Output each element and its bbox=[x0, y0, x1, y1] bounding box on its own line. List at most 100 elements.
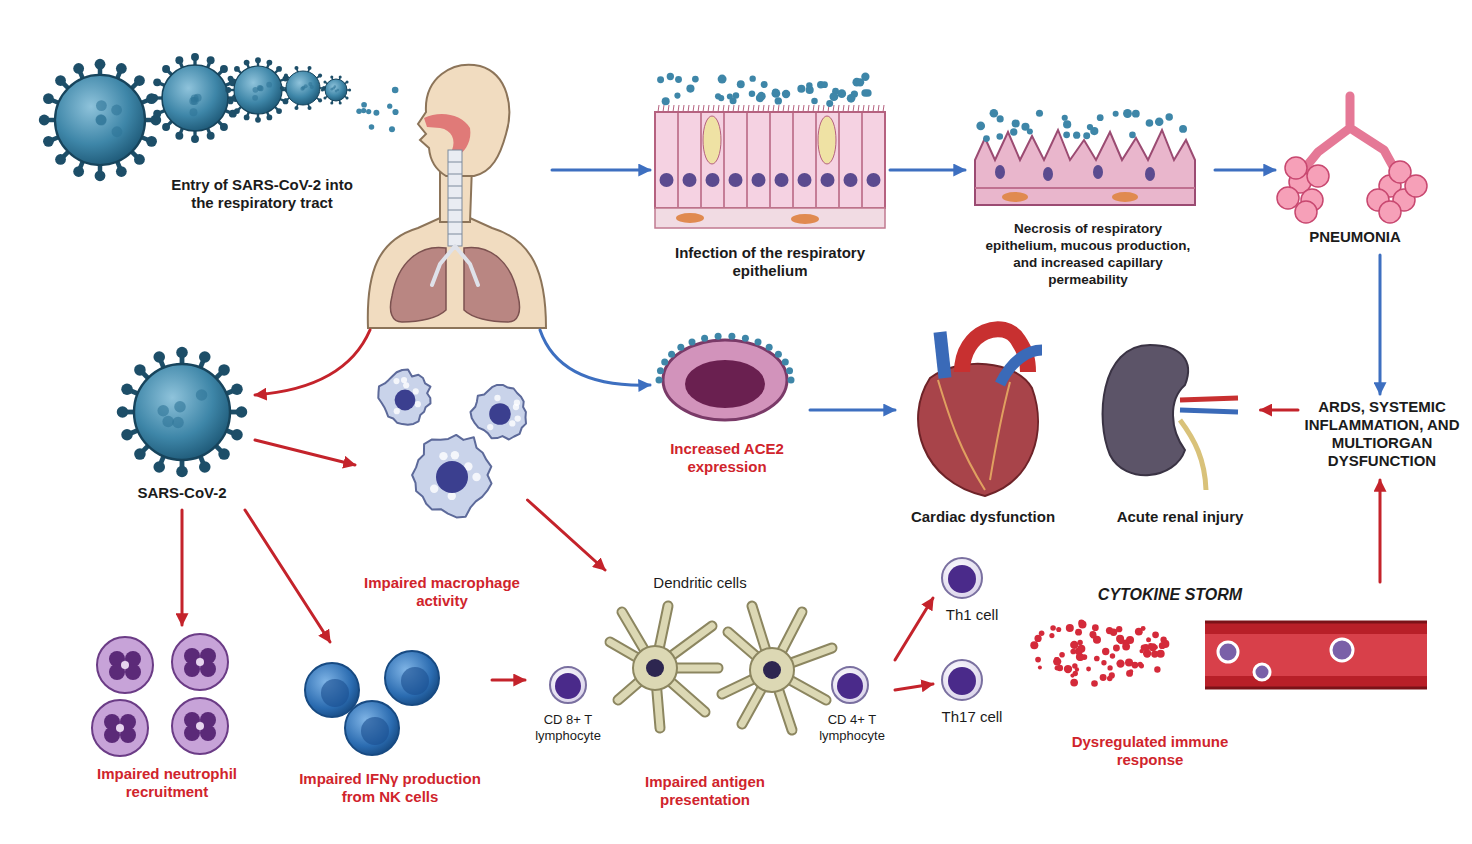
illustration-part bbox=[1072, 663, 1077, 668]
alveolus bbox=[1307, 165, 1329, 187]
illustration-part bbox=[883, 105, 884, 112]
pathway-arrow bbox=[540, 330, 650, 385]
illustration-part bbox=[1077, 640, 1082, 645]
blood-vessel bbox=[1218, 642, 1238, 662]
illustration-part bbox=[847, 94, 856, 103]
illustration-part bbox=[1100, 674, 1107, 681]
illustration-part bbox=[389, 126, 395, 132]
node-label: Th1 cell bbox=[936, 606, 1008, 624]
pathway-arrow bbox=[552, 169, 650, 172]
necrotic-epithelium bbox=[1145, 167, 1155, 181]
illustration-part bbox=[861, 89, 869, 97]
illustration-part bbox=[369, 124, 375, 130]
blood-vessel bbox=[1205, 622, 1427, 688]
illustration-part bbox=[95, 114, 106, 125]
lymphocytes bbox=[550, 667, 586, 703]
illustration-part bbox=[858, 105, 859, 112]
macrophage bbox=[378, 370, 430, 425]
illustration-part bbox=[318, 74, 322, 78]
illustration-part bbox=[763, 105, 764, 112]
node-label: Infection of the respiratory epithelium bbox=[655, 244, 885, 280]
illustration-part bbox=[305, 663, 359, 717]
virion bbox=[755, 338, 762, 345]
node-label: CYTOKINE STORM bbox=[1070, 586, 1270, 604]
illustration-part bbox=[1151, 650, 1158, 657]
nucleus bbox=[798, 173, 812, 187]
pathway-arrow bbox=[255, 440, 355, 465]
illustration-part bbox=[1116, 659, 1124, 667]
respiratory-epithelium bbox=[655, 112, 885, 228]
illustration-part bbox=[345, 701, 399, 755]
illustration-part bbox=[172, 698, 228, 754]
illustration-part bbox=[276, 108, 282, 114]
illustration-part bbox=[1070, 679, 1078, 687]
respiratory-epithelium bbox=[703, 116, 721, 164]
illustration-part bbox=[688, 105, 689, 112]
illustration-part bbox=[686, 84, 694, 92]
illustration-part bbox=[153, 461, 165, 473]
illustration-part bbox=[430, 485, 438, 493]
illustration-part bbox=[778, 105, 779, 112]
alveolus bbox=[1405, 175, 1427, 197]
illustration-part bbox=[743, 105, 744, 112]
illustration-part bbox=[134, 75, 145, 86]
illustration-part bbox=[1010, 128, 1017, 135]
illustration-part bbox=[1086, 667, 1091, 672]
illustration-part bbox=[323, 97, 326, 100]
pathway-arrow bbox=[528, 500, 606, 570]
illustration-part bbox=[1179, 125, 1187, 133]
illustration-part bbox=[39, 115, 50, 126]
node-label: PNEUMONIA bbox=[1280, 228, 1430, 246]
virion bbox=[775, 351, 782, 358]
illustration-part bbox=[733, 105, 734, 112]
illustration-part bbox=[436, 461, 468, 493]
virion bbox=[742, 335, 749, 342]
heart bbox=[1000, 350, 1042, 384]
illustration-part bbox=[162, 416, 174, 428]
macrophage bbox=[412, 435, 491, 518]
illustration-part bbox=[663, 105, 664, 112]
pathway-arrow bbox=[1215, 169, 1275, 172]
illustration-part bbox=[318, 98, 322, 102]
illustration-part bbox=[471, 385, 527, 440]
illustration-part bbox=[255, 57, 261, 63]
necrotic-epithelium bbox=[975, 130, 1195, 205]
lymphocytes bbox=[942, 558, 982, 598]
illustration-part bbox=[863, 105, 864, 112]
illustration-part bbox=[325, 79, 347, 101]
pathway-arrow bbox=[810, 409, 895, 412]
necrotic-epithelium bbox=[1112, 192, 1138, 202]
illustration-part bbox=[990, 109, 999, 118]
illustration-part bbox=[134, 364, 230, 460]
illustration-part bbox=[715, 93, 721, 99]
illustration-part bbox=[286, 71, 320, 105]
illustration-part bbox=[294, 66, 298, 70]
illustration-part bbox=[514, 400, 520, 406]
illustration-part bbox=[997, 115, 1004, 122]
illustration-part bbox=[451, 451, 459, 459]
illustration-part bbox=[157, 405, 169, 417]
human-figure bbox=[448, 150, 462, 246]
illustration-part bbox=[284, 98, 288, 102]
illustration-part bbox=[218, 364, 230, 376]
illustration-part bbox=[798, 105, 799, 112]
illustration-part bbox=[1073, 132, 1080, 139]
neutrophil bbox=[92, 700, 148, 756]
heart bbox=[940, 332, 945, 378]
virion bbox=[701, 335, 708, 342]
illustration-part bbox=[1101, 660, 1106, 665]
illustration-part bbox=[1036, 110, 1043, 117]
illustration-part bbox=[73, 63, 84, 74]
heart bbox=[918, 364, 1038, 496]
illustration-part bbox=[361, 108, 366, 113]
illustration-part bbox=[134, 154, 145, 165]
kidney bbox=[1180, 420, 1206, 490]
illustration-part bbox=[146, 136, 157, 147]
pathway-arrow bbox=[181, 510, 184, 625]
virus-particle bbox=[225, 57, 290, 122]
illustration-part bbox=[763, 661, 781, 679]
illustration-part bbox=[413, 388, 419, 394]
illustration-part bbox=[378, 370, 430, 425]
lymphocytes bbox=[832, 667, 868, 703]
illustration-part bbox=[1039, 631, 1045, 637]
